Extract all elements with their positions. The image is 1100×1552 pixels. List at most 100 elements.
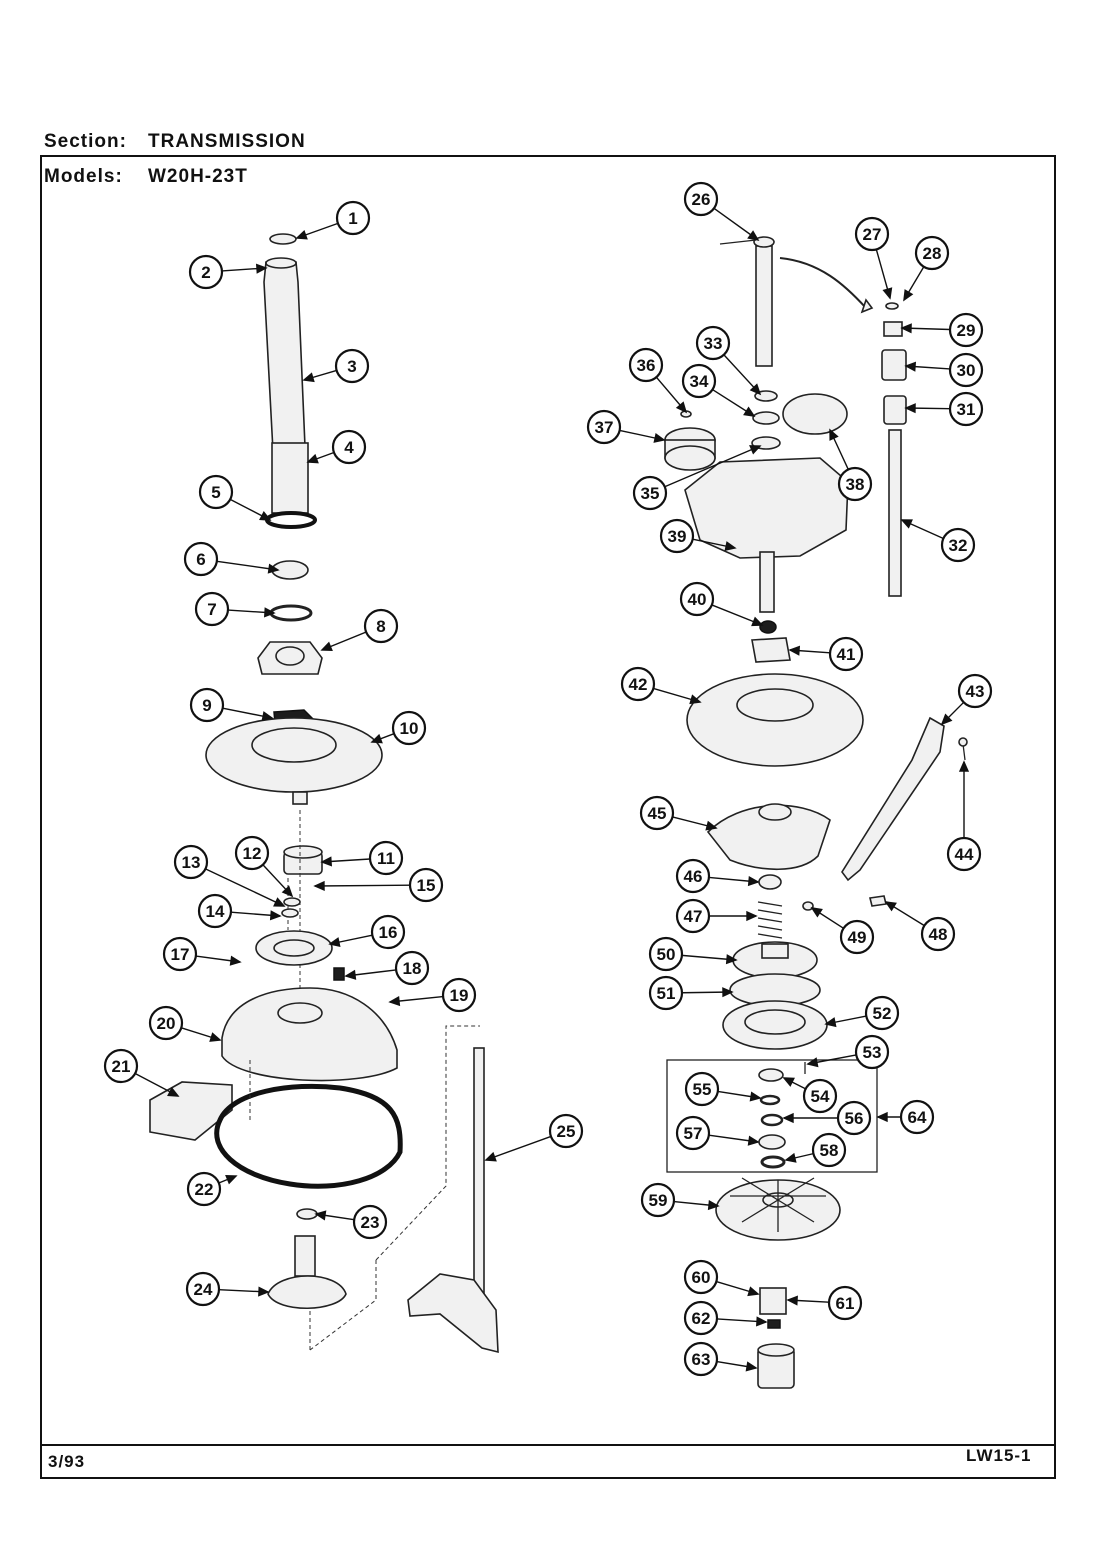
callout-circle-13 [173,844,209,880]
leader-arrowhead-5 [259,511,272,521]
callout-14: 14 [197,893,233,929]
callout-number-58: 58 [820,1141,839,1160]
leader-arrowhead-28 [903,289,914,302]
callout-number-5: 5 [211,483,220,502]
callout-circle-9 [189,687,225,723]
part-2-3-tube [263,261,307,471]
footer-date: 3/93 [48,1452,86,1471]
callout-circle-38 [837,466,873,502]
leader-line-35 [664,445,761,488]
callout-27: 27 [854,216,890,252]
callout-number-34: 34 [690,372,709,391]
callout-12: 12 [234,835,270,871]
callout-circle-31 [948,391,984,427]
callout-number-26: 26 [692,190,711,209]
callout-53: 53 [854,1034,890,1070]
leader-arrowhead-53 [806,1057,819,1068]
leader-arrowhead-21 [167,1086,180,1097]
leader-arrowhead-24 [258,1286,270,1297]
callout-48: 48 [920,916,956,952]
callout-36: 36 [628,347,664,383]
callout-1: 1 [335,200,371,236]
leader-arrowhead-51 [722,987,734,998]
callout-51: 51 [648,975,684,1011]
callout-54: 54 [802,1078,838,1114]
callout-35: 35 [632,475,668,511]
callout-number-19: 19 [450,986,469,1005]
part-30-gear [881,349,907,381]
leader-arrowhead-6 [267,563,280,574]
callout-number-38: 38 [846,475,865,494]
callout-5: 5 [198,474,234,510]
leader-arrowhead-60 [747,1286,760,1297]
callout-22: 22 [186,1171,222,1207]
callout-number-35: 35 [641,484,660,503]
leader-arrowhead-26 [747,230,760,242]
part-57-lockwasher [758,1134,786,1150]
callout-17: 17 [162,936,198,972]
leader-arrowhead-17 [229,955,242,966]
leader-arrowhead-61 [786,1295,798,1306]
callout-circle-35 [632,475,668,511]
leader-arrowhead-9 [261,711,274,722]
part-43-lever [841,716,945,882]
part-58-ring [760,1155,786,1169]
callout-57: 57 [675,1115,711,1151]
callout-number-20: 20 [157,1014,176,1033]
callout-circle-25 [548,1113,584,1149]
leader-arrowhead-45 [705,820,718,831]
leader-arrowhead-8 [320,641,333,652]
part-7-ring [269,604,313,622]
callout-15: 15 [408,867,444,903]
leader-arrowhead-40 [751,616,764,627]
callout-52: 52 [864,995,900,1031]
callout-number-7: 7 [207,600,216,619]
leader-arrowhead-43 [940,713,953,726]
leader-arrowhead-29 [900,323,912,334]
part-47-spring [757,901,783,939]
section-header: Section:TRANSMISSION [44,131,306,153]
leader-arrowhead-27 [882,287,893,300]
callout-number-24: 24 [194,1280,213,1299]
callout-number-44: 44 [955,845,974,864]
callout-circle-64 [899,1099,935,1135]
callout-61: 61 [827,1285,863,1321]
drawing-frame [40,155,1056,1479]
leader-arrowhead-25 [484,1151,497,1162]
callout-number-36: 36 [637,356,656,375]
leader-arrowhead-20 [209,1032,222,1042]
callout-number-14: 14 [206,902,225,921]
callout-circle-7 [194,591,230,627]
callout-4: 4 [331,429,367,465]
leader-arrowhead-19 [388,995,401,1007]
callout-47: 47 [675,898,711,934]
leader-arrowhead-22 [225,1174,238,1185]
parts-artwork [149,233,968,1389]
part-5-oring [265,511,317,529]
callout-circle-28 [914,235,950,271]
callout-circle-15 [408,867,444,903]
callout-circle-20 [148,1005,184,1041]
callout-circle-44 [946,836,982,872]
callout-number-62: 62 [692,1309,711,1328]
callout-33: 33 [695,325,731,361]
leader-arrowhead-2 [255,263,268,274]
part-39-gearcase [684,457,849,559]
callout-11: 11 [368,840,404,876]
callout-number-13: 13 [182,853,201,872]
leader-arrowhead-37 [653,432,666,443]
callout-number-11: 11 [377,849,395,868]
callout-circle-10 [391,710,427,746]
leader-arrowhead-10 [370,733,383,744]
callout-number-49: 49 [848,928,867,947]
callout-circle-49 [839,919,875,955]
leader-arrowhead-16 [328,937,341,948]
callout-circle-52 [864,995,900,1031]
leader-arrowhead-34 [743,406,756,417]
callout-38: 38 [837,466,873,502]
callout-circle-23 [352,1204,388,1240]
leader-arrowhead-4 [306,453,319,464]
callout-number-30: 30 [957,361,976,380]
leader-arrowhead-55 [749,1091,762,1102]
callout-50: 50 [648,936,684,972]
